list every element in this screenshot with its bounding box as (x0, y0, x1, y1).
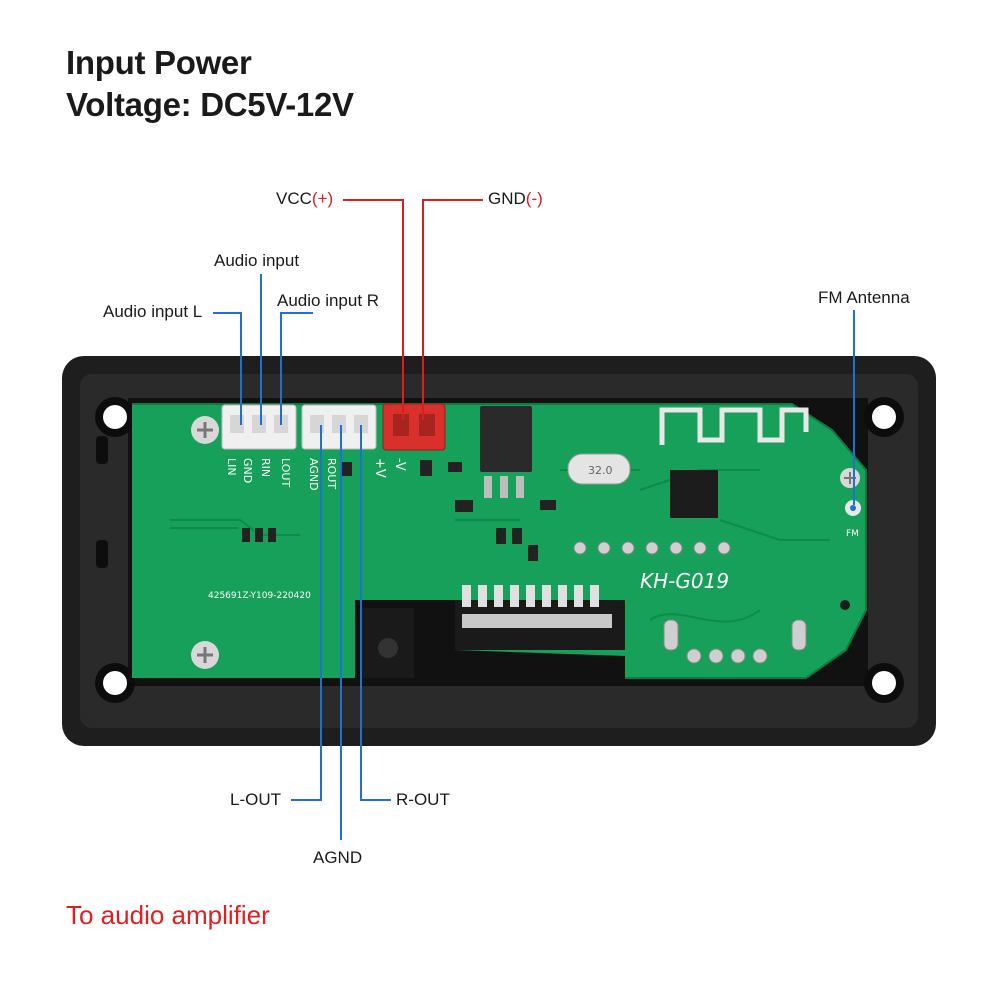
title-line-1: Input Power (66, 44, 252, 81)
board-model: KH-G019 (640, 569, 729, 593)
label-audio-input: Audio input (214, 251, 300, 270)
silk-rout: ROUT (325, 458, 338, 489)
mount-hole-top-left (95, 397, 135, 437)
silk-agnd: AGND (307, 458, 320, 491)
silk-minus-v: -V (392, 458, 407, 471)
screw-bottom-left (191, 641, 219, 669)
connector-power (382, 403, 446, 451)
footer-note: To audio amplifier (66, 900, 270, 930)
bt-antenna-trace (659, 407, 809, 445)
mount-hole-bottom-right (864, 663, 904, 703)
screw-right (840, 468, 860, 488)
smd-parts (242, 460, 556, 561)
board-serial: 425691Z-Y109-220420 (208, 591, 311, 601)
mount-hole-bottom-left (95, 663, 135, 703)
label-l-out: L-OUT (230, 790, 281, 809)
crystal (567, 453, 631, 485)
label-gnd: GND(-) (488, 189, 543, 208)
label-r-out: R-OUT (396, 790, 450, 809)
audio-callout-lines (213, 274, 855, 840)
title-line-2: Voltage: DC5V-12V (66, 86, 354, 123)
regulator-chip (480, 406, 532, 472)
label-audio-input-l: Audio input L (103, 302, 203, 321)
label-fm-antenna: FM Antenna (818, 288, 910, 307)
silk-rin: RIN (259, 458, 272, 477)
silk-lin: LIN (225, 458, 238, 476)
label-audio-input-r: Audio input R (277, 291, 380, 310)
main-ic (670, 470, 718, 518)
silk-gnd: GND (241, 458, 254, 483)
power-callout-lines (343, 199, 483, 420)
silk-plus-v: +V (372, 458, 387, 478)
fm-antenna-pad (845, 500, 861, 516)
svg-text:32.0: 32.0 (588, 464, 613, 477)
svg-text:FM: FM (846, 529, 859, 539)
screw-top-left (191, 416, 219, 444)
mount-hole-top-right (864, 397, 904, 437)
silk-lout: LOUT (279, 458, 292, 487)
header-pins (573, 541, 731, 555)
label-agnd: AGND (313, 848, 363, 867)
label-vcc: VCC(+) (276, 189, 334, 208)
